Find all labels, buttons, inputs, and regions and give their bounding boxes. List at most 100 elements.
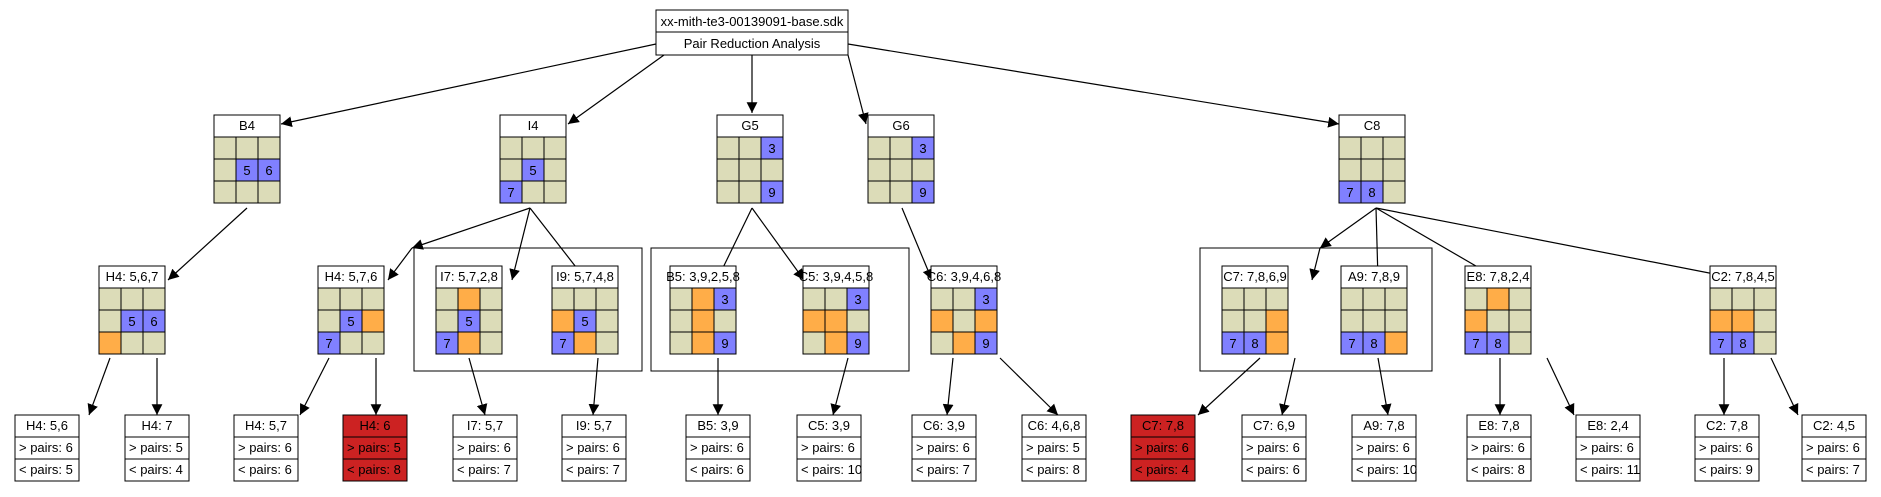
leaf-row — [796, 458, 862, 482]
cell-digit: 3 — [721, 292, 728, 307]
leaf-row — [1575, 458, 1641, 482]
leaf-lt-pairs: < pairs: 9 — [1699, 462, 1753, 477]
leaf-lt-pairs: < pairs: 4 — [129, 462, 183, 477]
grid-cell — [1731, 287, 1755, 311]
grid-cell — [1265, 331, 1289, 355]
leaf-lt-pairs: < pairs: 6 — [238, 462, 292, 477]
leaf-gt-pairs: > pairs: 6 — [1356, 440, 1410, 455]
grid-node-i9: I9: 5,7,4,857 — [551, 265, 619, 355]
grid-cell — [716, 158, 740, 182]
grid-cell — [802, 331, 826, 355]
cell-digit: 7 — [1229, 336, 1236, 351]
grid-cell — [889, 180, 913, 204]
grid-cell — [1243, 287, 1267, 311]
edge-arrow — [387, 247, 413, 281]
cell-digit: 8 — [1370, 336, 1377, 351]
root-node: xx-mith-te3-00139091-base.sdk Pair Reduc… — [655, 9, 849, 56]
leaf-row — [1021, 458, 1087, 482]
edge-arrow — [411, 207, 531, 250]
grid-cell — [952, 309, 976, 333]
grid-cell — [867, 180, 891, 204]
grid-cell — [1464, 287, 1488, 311]
cell-digit: 3 — [854, 292, 861, 307]
leaf-gt-pairs: > pairs: 5 — [129, 440, 183, 455]
edge-arrow — [942, 357, 954, 416]
leaf-title: C6: 4,6,8 — [1028, 418, 1081, 433]
grid-cell — [499, 158, 523, 182]
node-title: C2: 7,8,4,5 — [1711, 269, 1775, 284]
leaf-node: C6: 3,9> pairs: 6< pairs: 7 — [911, 414, 977, 482]
edge-arrow — [1197, 357, 1261, 416]
grid-cell — [930, 287, 954, 311]
leaf-title: B5: 3,9 — [697, 418, 738, 433]
leaf-lt-pairs: < pairs: 11 — [1580, 462, 1640, 477]
grid-cell — [846, 331, 870, 355]
grid-cell — [1265, 309, 1289, 333]
leaf-gt-pairs: > pairs: 6 — [1699, 440, 1753, 455]
leaf-title: C2: 7,8 — [1706, 418, 1748, 433]
grid-cell — [361, 287, 385, 311]
grid-node-h4b: H4: 5,7,657 — [317, 265, 385, 355]
cell-digit: 7 — [1717, 336, 1724, 351]
grid-cell — [974, 331, 998, 355]
leaf-node: H4: 5,7> pairs: 6< pairs: 6 — [233, 414, 299, 482]
grid-cell — [1360, 136, 1384, 160]
leaf-title: H4: 5,7 — [245, 418, 287, 433]
leaf-title: C7: 7,8 — [1142, 418, 1184, 433]
edge-arrow — [999, 357, 1059, 416]
leaf-lt-pairs: < pairs: 7 — [1806, 462, 1860, 477]
node-title: C6: 3,9,4,6,8 — [927, 269, 1001, 284]
grid-cell — [551, 309, 575, 333]
leaf-lt-pairs: < pairs: 8 — [347, 462, 401, 477]
grid-cell — [457, 287, 481, 311]
grid-cell — [1709, 309, 1733, 333]
grid-cell — [1362, 309, 1386, 333]
grid-cell — [738, 136, 762, 160]
grid-cell — [457, 331, 481, 355]
cell-digit: 8 — [1368, 185, 1375, 200]
leaf-row — [1241, 458, 1307, 482]
leaf-title: E8: 7,8 — [1478, 418, 1519, 433]
leaf-lt-pairs: < pairs: 5 — [19, 462, 73, 477]
grid-cell — [824, 287, 848, 311]
grid-cell — [1508, 331, 1532, 355]
leaf-row — [1466, 458, 1532, 482]
edge-arrow — [1309, 247, 1321, 281]
leaf-row — [685, 458, 751, 482]
edge-arrow — [901, 207, 933, 281]
leaf-gt-pairs: > pairs: 6 — [1246, 440, 1300, 455]
leaf-title: H4: 6 — [359, 418, 390, 433]
grid-cell — [543, 180, 567, 204]
grid-cell — [1382, 158, 1406, 182]
leaf-lt-pairs: < pairs: 7 — [566, 462, 620, 477]
cell-digit: 9 — [919, 185, 926, 200]
edge-arrow — [751, 207, 805, 281]
grid-cell — [691, 331, 715, 355]
grid-cell — [1486, 309, 1510, 333]
grid-cell — [257, 180, 281, 204]
grid-cell — [911, 180, 935, 204]
edge-arrow — [847, 54, 869, 125]
edge-arrow — [468, 357, 488, 416]
grid-node-c5: C5: 3,9,4,5,839 — [799, 265, 873, 355]
leaf-gt-pairs: > pairs: 6 — [916, 440, 970, 455]
leaf-node: C6: 4,6,8> pairs: 5< pairs: 8 — [1021, 414, 1087, 482]
grid-cell — [1486, 287, 1510, 311]
cell-digit: 7 — [443, 336, 450, 351]
cell-digit: 8 — [1494, 336, 1501, 351]
grid-cell — [1753, 309, 1777, 333]
grid-cell — [716, 136, 740, 160]
grid-cell — [339, 331, 363, 355]
leaf-row — [1801, 458, 1867, 482]
cell-digit: 9 — [982, 336, 989, 351]
leaf-title: C2: 4,5 — [1813, 418, 1855, 433]
grid-node-b5: B5: 3,9,2,5,839 — [666, 265, 740, 355]
leaf-node: C7: 7,8> pairs: 6< pairs: 4 — [1130, 414, 1196, 482]
